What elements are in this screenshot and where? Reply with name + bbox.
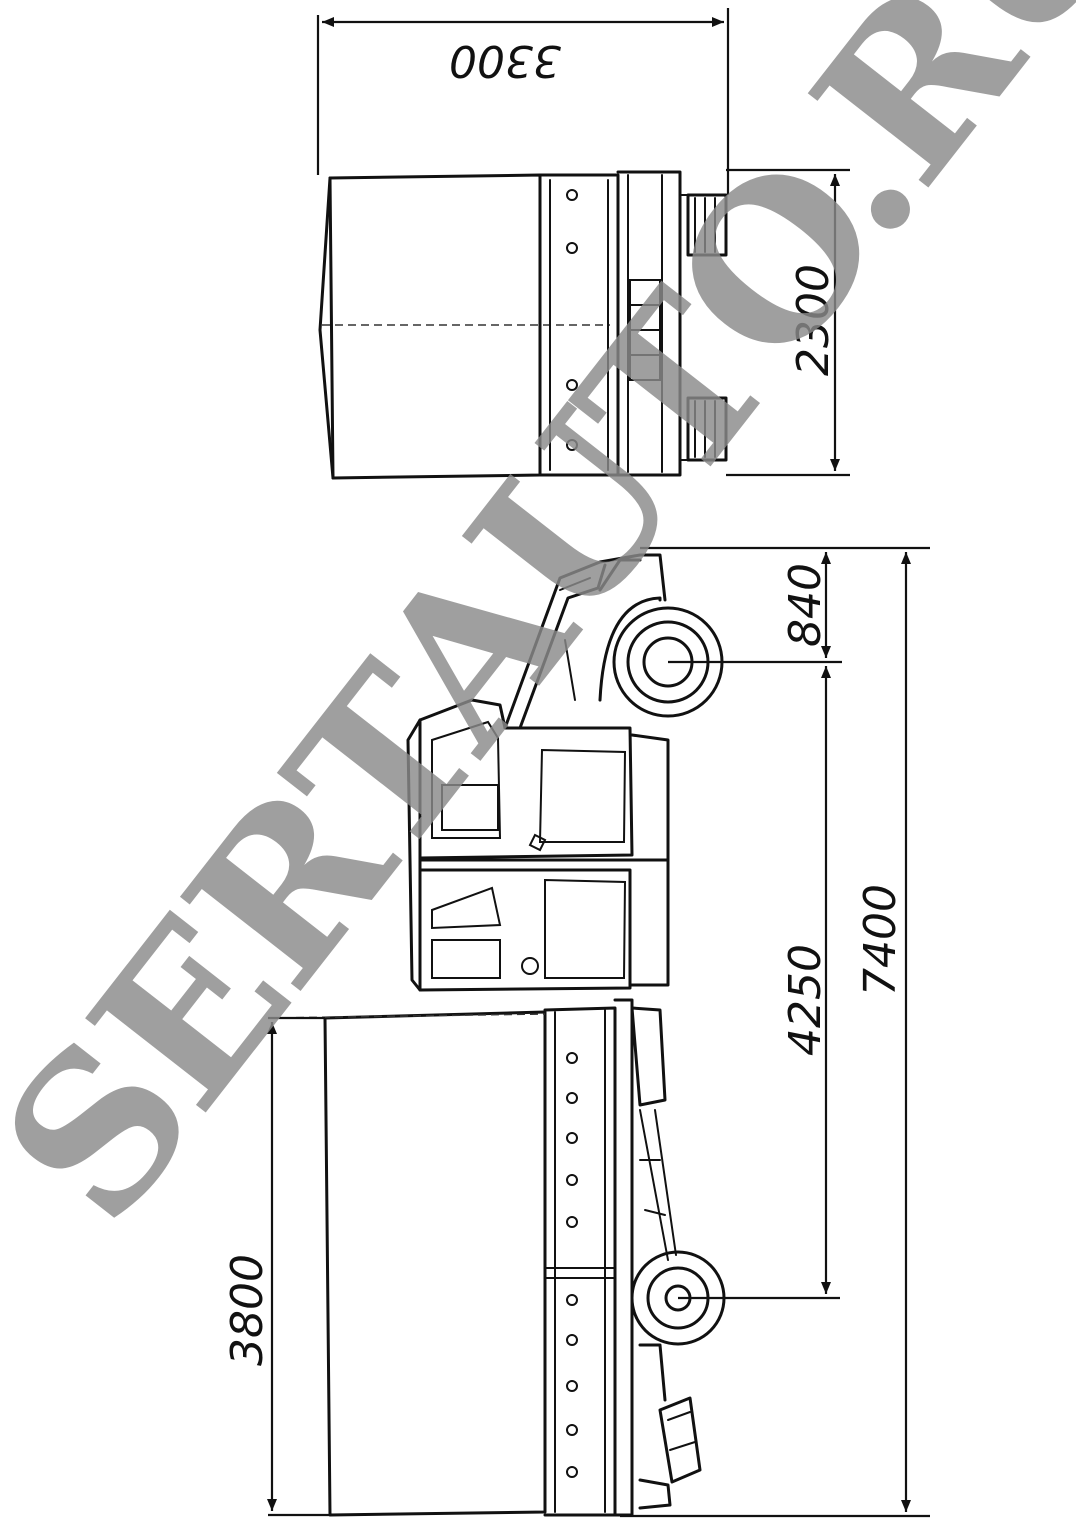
- front-overhang-label: 840: [780, 563, 831, 647]
- top-view-wheel-left: [686, 193, 728, 257]
- body-length-label: 3800: [222, 1254, 273, 1366]
- wheelbase-label: 4250: [780, 944, 831, 1056]
- top-view-wheel-right: [686, 396, 728, 462]
- side-board-hinges: [566, 1052, 578, 1478]
- top-height-label: 2300: [788, 264, 839, 376]
- side-view-crew-cab: [418, 868, 632, 992]
- top-view-side-panel: [538, 173, 620, 477]
- top-height-dimension: 2300: [726, 168, 850, 477]
- top-width-label: 3300: [449, 35, 561, 86]
- front-overhang-dimension: 840: [640, 546, 930, 664]
- side-view-cargo-body: [323, 1010, 547, 1517]
- wheelbase-dimension: 4250: [678, 666, 840, 1300]
- top-view-roof-line: [318, 176, 335, 480]
- watermark: SERTAUTO.RU: [0, 0, 1076, 1266]
- overall-length-label: 7400: [855, 884, 906, 996]
- overall-length-dimension: 7400: [620, 552, 930, 1518]
- body-length-dimension: 3800: [222, 1016, 330, 1517]
- top-view-frame: [616, 170, 682, 477]
- top-width-dimension: 3300: [316, 8, 730, 195]
- side-view-chassis: [613, 998, 634, 1517]
- top-view: [318, 170, 728, 480]
- side-view-cab-front: [418, 698, 634, 860]
- side-view-side-board: [543, 1006, 617, 1517]
- side-view-spare-wheel: [658, 1396, 702, 1484]
